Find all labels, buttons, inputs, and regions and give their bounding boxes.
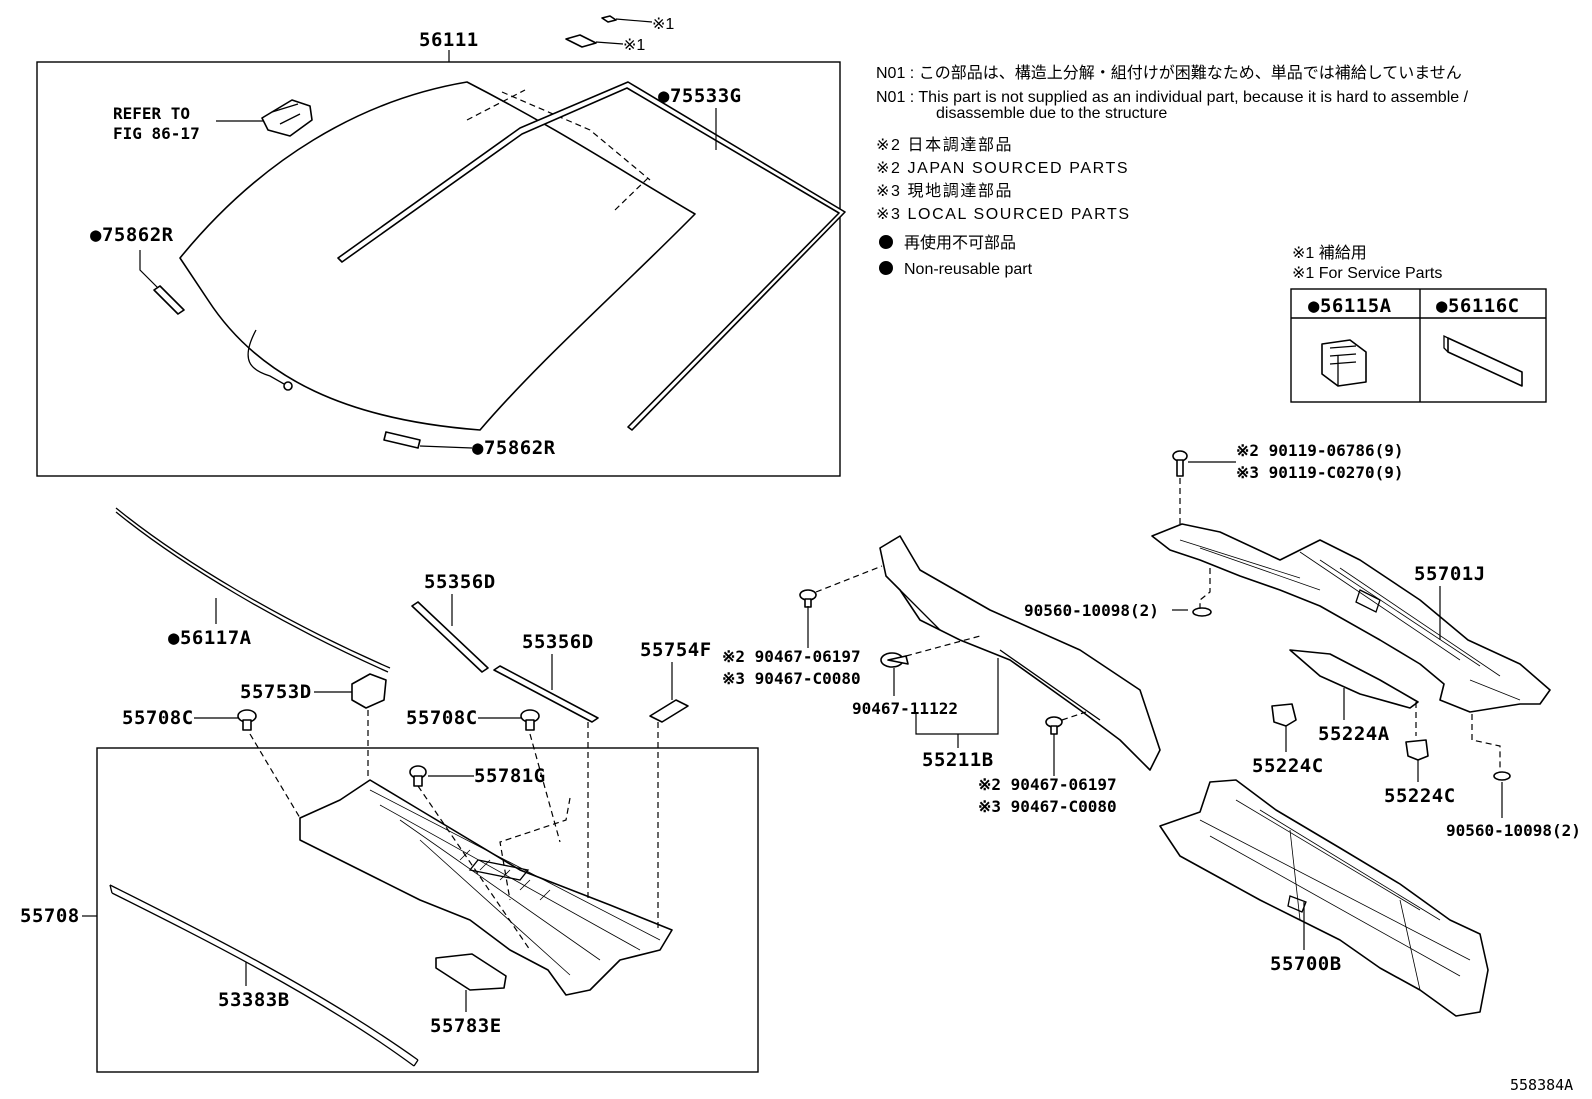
label-90467-upper-jp[interactable]: ※2 90467-06197 [722,647,861,666]
label-55224C-right[interactable]: 55224C [1384,785,1456,807]
panel-55211B[interactable] [879,535,1161,771]
cap-55224C-left[interactable] [1271,703,1297,727]
label-53383B[interactable]: 53383B [218,989,290,1011]
note-service-jp: ※1 補給用 [1292,244,1367,262]
molding-75533G[interactable] [337,81,846,431]
bracket-55753D[interactable] [351,673,387,709]
note-nonreuse-jp: 再使用不可部品 [904,234,1016,252]
glass-wire-harness [247,329,285,385]
cap-55224C-right[interactable] [1405,739,1429,761]
label-55224A[interactable]: 55224A [1318,723,1390,745]
label-55356D-upper[interactable]: 55356D [424,571,496,593]
label-90467-lower-jp[interactable]: ※2 90467-06197 [978,775,1117,794]
washer-90560-lower-icon [1493,771,1511,781]
plate-55224A[interactable] [1289,649,1419,709]
cowl-assembly-55700B[interactable] [1159,779,1489,1017]
label-90467-11122[interactable]: 90467-11122 [852,699,958,718]
note-n01-en-1: N01 : This part is not supplied as an in… [876,89,1469,106]
label-75862R-upper[interactable]: ●75862R [90,224,174,246]
service-strip-icons [565,15,653,48]
rain-sensor-bracket-icon [261,99,313,137]
label-90467-lower-lc[interactable]: ※3 90467-C0080 [978,797,1117,816]
service-marker-1b: ※1 [623,37,645,54]
note-n01-jp: N01 : この部品は、構造上分解・組付けが困難なため、単品では補給していません [876,64,1462,82]
seal-53383B[interactable] [109,884,419,1061]
label-55753D[interactable]: 55753D [240,681,312,703]
refer-fig-text[interactable]: FIG 86-17 [113,124,200,143]
label-55754F[interactable]: 55754F [640,639,712,661]
label-55708[interactable]: 55708 [20,905,80,927]
bullet-icon-en [879,261,893,275]
label-90560-upper[interactable]: 90560-10098(2) [1024,601,1159,620]
label-55224C-left[interactable]: 55224C [1252,755,1324,777]
label-56117A[interactable]: ●56117A [168,627,252,649]
clip-56115A-icon [1321,339,1367,387]
spacer-75862R-lower [383,431,421,449]
label-90560-lower[interactable]: 90560-10098(2) [1446,821,1581,840]
note-2-jp: ※2 日本調達部品 [876,136,1013,154]
service-table-col1[interactable]: ●56115A [1308,295,1392,317]
cowl-assembly-55701J[interactable] [1151,523,1551,713]
service-marker-1a: ※1 [652,16,674,33]
dam-56117A[interactable] [115,507,391,669]
label-55708C-right[interactable]: 55708C [406,707,478,729]
service-table-col2[interactable]: ●56116C [1436,295,1520,317]
seal-55356D-lower[interactable] [493,665,599,723]
bullet-icon-jp [879,235,893,249]
clip-90467-upper-icon [799,589,817,608]
grommet-90467-11122-icon [880,652,909,668]
note-3-jp: ※3 現地調達部品 [876,182,1013,200]
cover-55754F[interactable] [649,699,689,723]
label-56111[interactable]: 56111 [419,29,479,51]
note-2-en: ※2 JAPAN SOURCED PARTS [876,160,1129,177]
cowl-panel-55708[interactable] [299,779,673,996]
label-55701J[interactable]: 55701J [1414,563,1486,585]
windshield-glass[interactable] [179,81,696,431]
cowl-group-frame [96,747,759,1073]
label-55356D-lower[interactable]: 55356D [522,631,594,653]
label-55211B[interactable]: 55211B [922,749,994,771]
seal-55356D-upper[interactable] [411,601,489,673]
label-55708C-left[interactable]: 55708C [122,707,194,729]
note-n01-en-2: disassemble due to the structure [936,105,1167,122]
screw-55781G-icon [409,765,427,787]
label-90119-lc[interactable]: ※3 90119-C0270(9) [1236,463,1404,482]
windshield-group-frame [36,61,841,477]
bolt-90119-icon [1172,450,1188,477]
cover-55783E[interactable] [435,953,507,991]
label-75862R-lower[interactable]: ●75862R [472,437,556,459]
label-75533G[interactable]: ●75533G [658,85,742,107]
diagram-id: 558384A [1510,1076,1573,1094]
label-90119-jp[interactable]: ※2 90119-06786(9) [1236,441,1404,460]
label-55781G[interactable]: 55781G [474,765,546,787]
clip-55708C-right-icon [520,709,540,731]
refer-to-text: REFER TO [113,104,190,123]
note-3-en: ※3 LOCAL SOURCED PARTS [876,206,1131,223]
label-55700B[interactable]: 55700B [1270,953,1342,975]
spacer-75862R-upper [153,285,185,315]
clip-55708C-left-icon [237,709,257,731]
note-nonreuse-en: Non-reusable part [904,261,1033,278]
note-service-en: ※1 For Service Parts [1292,265,1442,282]
washer-90560-upper-icon [1192,607,1212,617]
label-55783E[interactable]: 55783E [430,1015,502,1037]
label-90467-upper-lc[interactable]: ※3 90467-C0080 [722,669,861,688]
service-table [1290,288,1547,403]
clip-90467-lower-icon [1045,716,1063,735]
pad-56116C-icon [1443,334,1523,387]
